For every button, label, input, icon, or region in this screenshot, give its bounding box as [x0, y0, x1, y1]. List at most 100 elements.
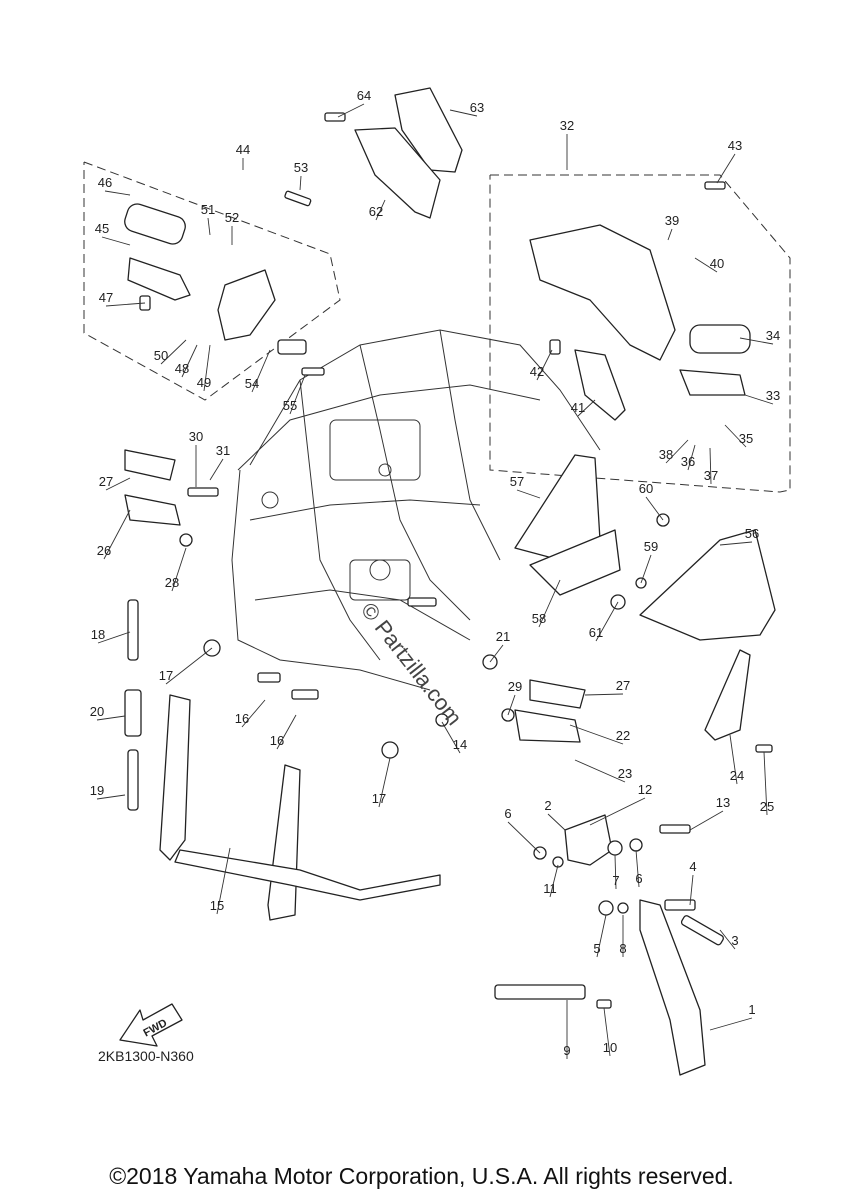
bolt-part-42[interactable]: [549, 339, 561, 355]
nut-part-14[interactable]: [435, 713, 449, 727]
callout-55[interactable]: 55: [283, 398, 297, 413]
callout-36[interactable]: 36: [681, 454, 695, 469]
bolt-part-55[interactable]: [301, 367, 325, 376]
callout-61[interactable]: 61: [589, 625, 603, 640]
callout-38[interactable]: 38: [659, 447, 673, 462]
callout-27[interactable]: 27: [616, 678, 630, 693]
center-stand-part-15[interactable]: [159, 694, 191, 861]
bolt-part-16[interactable]: [257, 672, 281, 683]
callout-5[interactable]: 5: [593, 941, 600, 956]
callout-16[interactable]: 16: [235, 711, 249, 726]
pin-part-30b[interactable]: [407, 597, 437, 607]
spring-part-19[interactable]: [127, 749, 139, 811]
bolt-part-4[interactable]: [664, 899, 696, 911]
callout-17[interactable]: 17: [159, 668, 173, 683]
footrest-rubber-part-46[interactable]: [122, 201, 188, 246]
center-stand-crossbar-part[interactable]: [174, 849, 441, 901]
callout-16[interactable]: 16: [270, 733, 284, 748]
callout-26[interactable]: 26: [97, 543, 111, 558]
bolt-part-64[interactable]: [324, 112, 346, 122]
heel-guard-part-41[interactable]: [574, 349, 626, 421]
bolt-part-16b[interactable]: [291, 689, 319, 700]
callout-50[interactable]: 50: [154, 348, 168, 363]
bolt-part-25[interactable]: [755, 744, 773, 753]
collar-part-17b[interactable]: [381, 741, 399, 759]
shaft-part-20[interactable]: [124, 689, 142, 737]
callout-29[interactable]: 29: [508, 679, 522, 694]
side-stand-part-1[interactable]: [639, 899, 706, 1076]
callout-45[interactable]: 45: [95, 221, 109, 236]
callout-48[interactable]: 48: [175, 361, 189, 376]
callout-17[interactable]: 17: [372, 791, 386, 806]
callout-19[interactable]: 19: [90, 783, 104, 798]
collar-part-7[interactable]: [607, 840, 623, 856]
callout-24[interactable]: 24: [730, 768, 744, 783]
callout-35[interactable]: 35: [739, 431, 753, 446]
footrest-rubber-part-27[interactable]: [124, 449, 176, 481]
callout-33[interactable]: 33: [766, 388, 780, 403]
callout-11[interactable]: 11: [543, 881, 557, 896]
callout-47[interactable]: 47: [99, 290, 113, 305]
callout-62[interactable]: 62: [369, 204, 383, 219]
pin-part-30[interactable]: [187, 487, 219, 497]
callout-28[interactable]: 28: [165, 575, 179, 590]
callout-59[interactable]: 59: [644, 539, 658, 554]
callout-23[interactable]: 23: [618, 766, 632, 781]
callout-56[interactable]: 56: [745, 526, 759, 541]
callout-13[interactable]: 13: [716, 795, 730, 810]
callout-51[interactable]: 51: [201, 202, 215, 217]
callout-40[interactable]: 40: [710, 256, 724, 271]
cover-part-58[interactable]: [529, 529, 621, 596]
footrest-bracket-part[interactable]: [217, 269, 276, 341]
spring-part-28[interactable]: [179, 533, 193, 547]
heel-guard-part-24[interactable]: [704, 649, 751, 741]
spring-part-18[interactable]: [127, 599, 139, 661]
callout-21[interactable]: 21: [496, 629, 510, 644]
callout-10[interactable]: 10: [603, 1040, 617, 1055]
bolt-part-53[interactable]: [284, 190, 312, 207]
footrest-rubber-part-27-right[interactable]: [529, 679, 586, 709]
footrest-part-26[interactable]: [124, 494, 181, 526]
heel-guard-part[interactable]: [394, 87, 463, 173]
spring-part-3[interactable]: [680, 915, 724, 946]
bracket-part-2[interactable]: [564, 814, 613, 866]
callout-46[interactable]: 46: [98, 175, 112, 190]
footrest-part-33[interactable]: [679, 369, 746, 396]
washer-part-8[interactable]: [617, 902, 629, 914]
heel-guard-bracket-part[interactable]: [354, 127, 441, 219]
callout-37[interactable]: 37: [704, 468, 718, 483]
callout-43[interactable]: 43: [728, 138, 742, 153]
callout-32[interactable]: 32: [560, 118, 574, 133]
callout-2[interactable]: 2: [544, 798, 551, 813]
callout-4[interactable]: 4: [689, 859, 696, 874]
footrest-part-22[interactable]: [514, 709, 581, 743]
callout-12[interactable]: 12: [638, 782, 652, 797]
callout-42[interactable]: 42: [530, 364, 544, 379]
footrest-rubber-part-34[interactable]: [689, 324, 751, 354]
callout-53[interactable]: 53: [294, 160, 308, 175]
callout-15[interactable]: 15: [210, 898, 224, 913]
callout-9[interactable]: 9: [563, 1043, 570, 1058]
callout-44[interactable]: 44: [236, 142, 250, 157]
bolt-part-13[interactable]: [659, 824, 691, 834]
washer-part-6b[interactable]: [629, 838, 643, 852]
callout-39[interactable]: 39: [665, 213, 679, 228]
callout-8[interactable]: 8: [619, 941, 626, 956]
bolt-part-10[interactable]: [596, 999, 612, 1009]
switch-part-9[interactable]: [494, 984, 586, 1000]
callout-7[interactable]: 7: [612, 873, 619, 888]
plate-part-54[interactable]: [277, 339, 307, 355]
callout-6[interactable]: 6: [504, 806, 511, 821]
callout-64[interactable]: 64: [357, 88, 371, 103]
callout-31[interactable]: 31: [216, 443, 230, 458]
callout-30[interactable]: 30: [189, 429, 203, 444]
callout-1[interactable]: 1: [748, 1002, 755, 1017]
callout-6[interactable]: 6: [635, 871, 642, 886]
collar-part-11[interactable]: [552, 856, 564, 868]
callout-22[interactable]: 22: [616, 728, 630, 743]
callout-58[interactable]: 58: [532, 611, 546, 626]
nut-part-5[interactable]: [598, 900, 614, 916]
center-stand-leg-part[interactable]: [267, 764, 301, 921]
heel-guard-part-56[interactable]: [639, 529, 776, 641]
callout-34[interactable]: 34: [766, 328, 780, 343]
